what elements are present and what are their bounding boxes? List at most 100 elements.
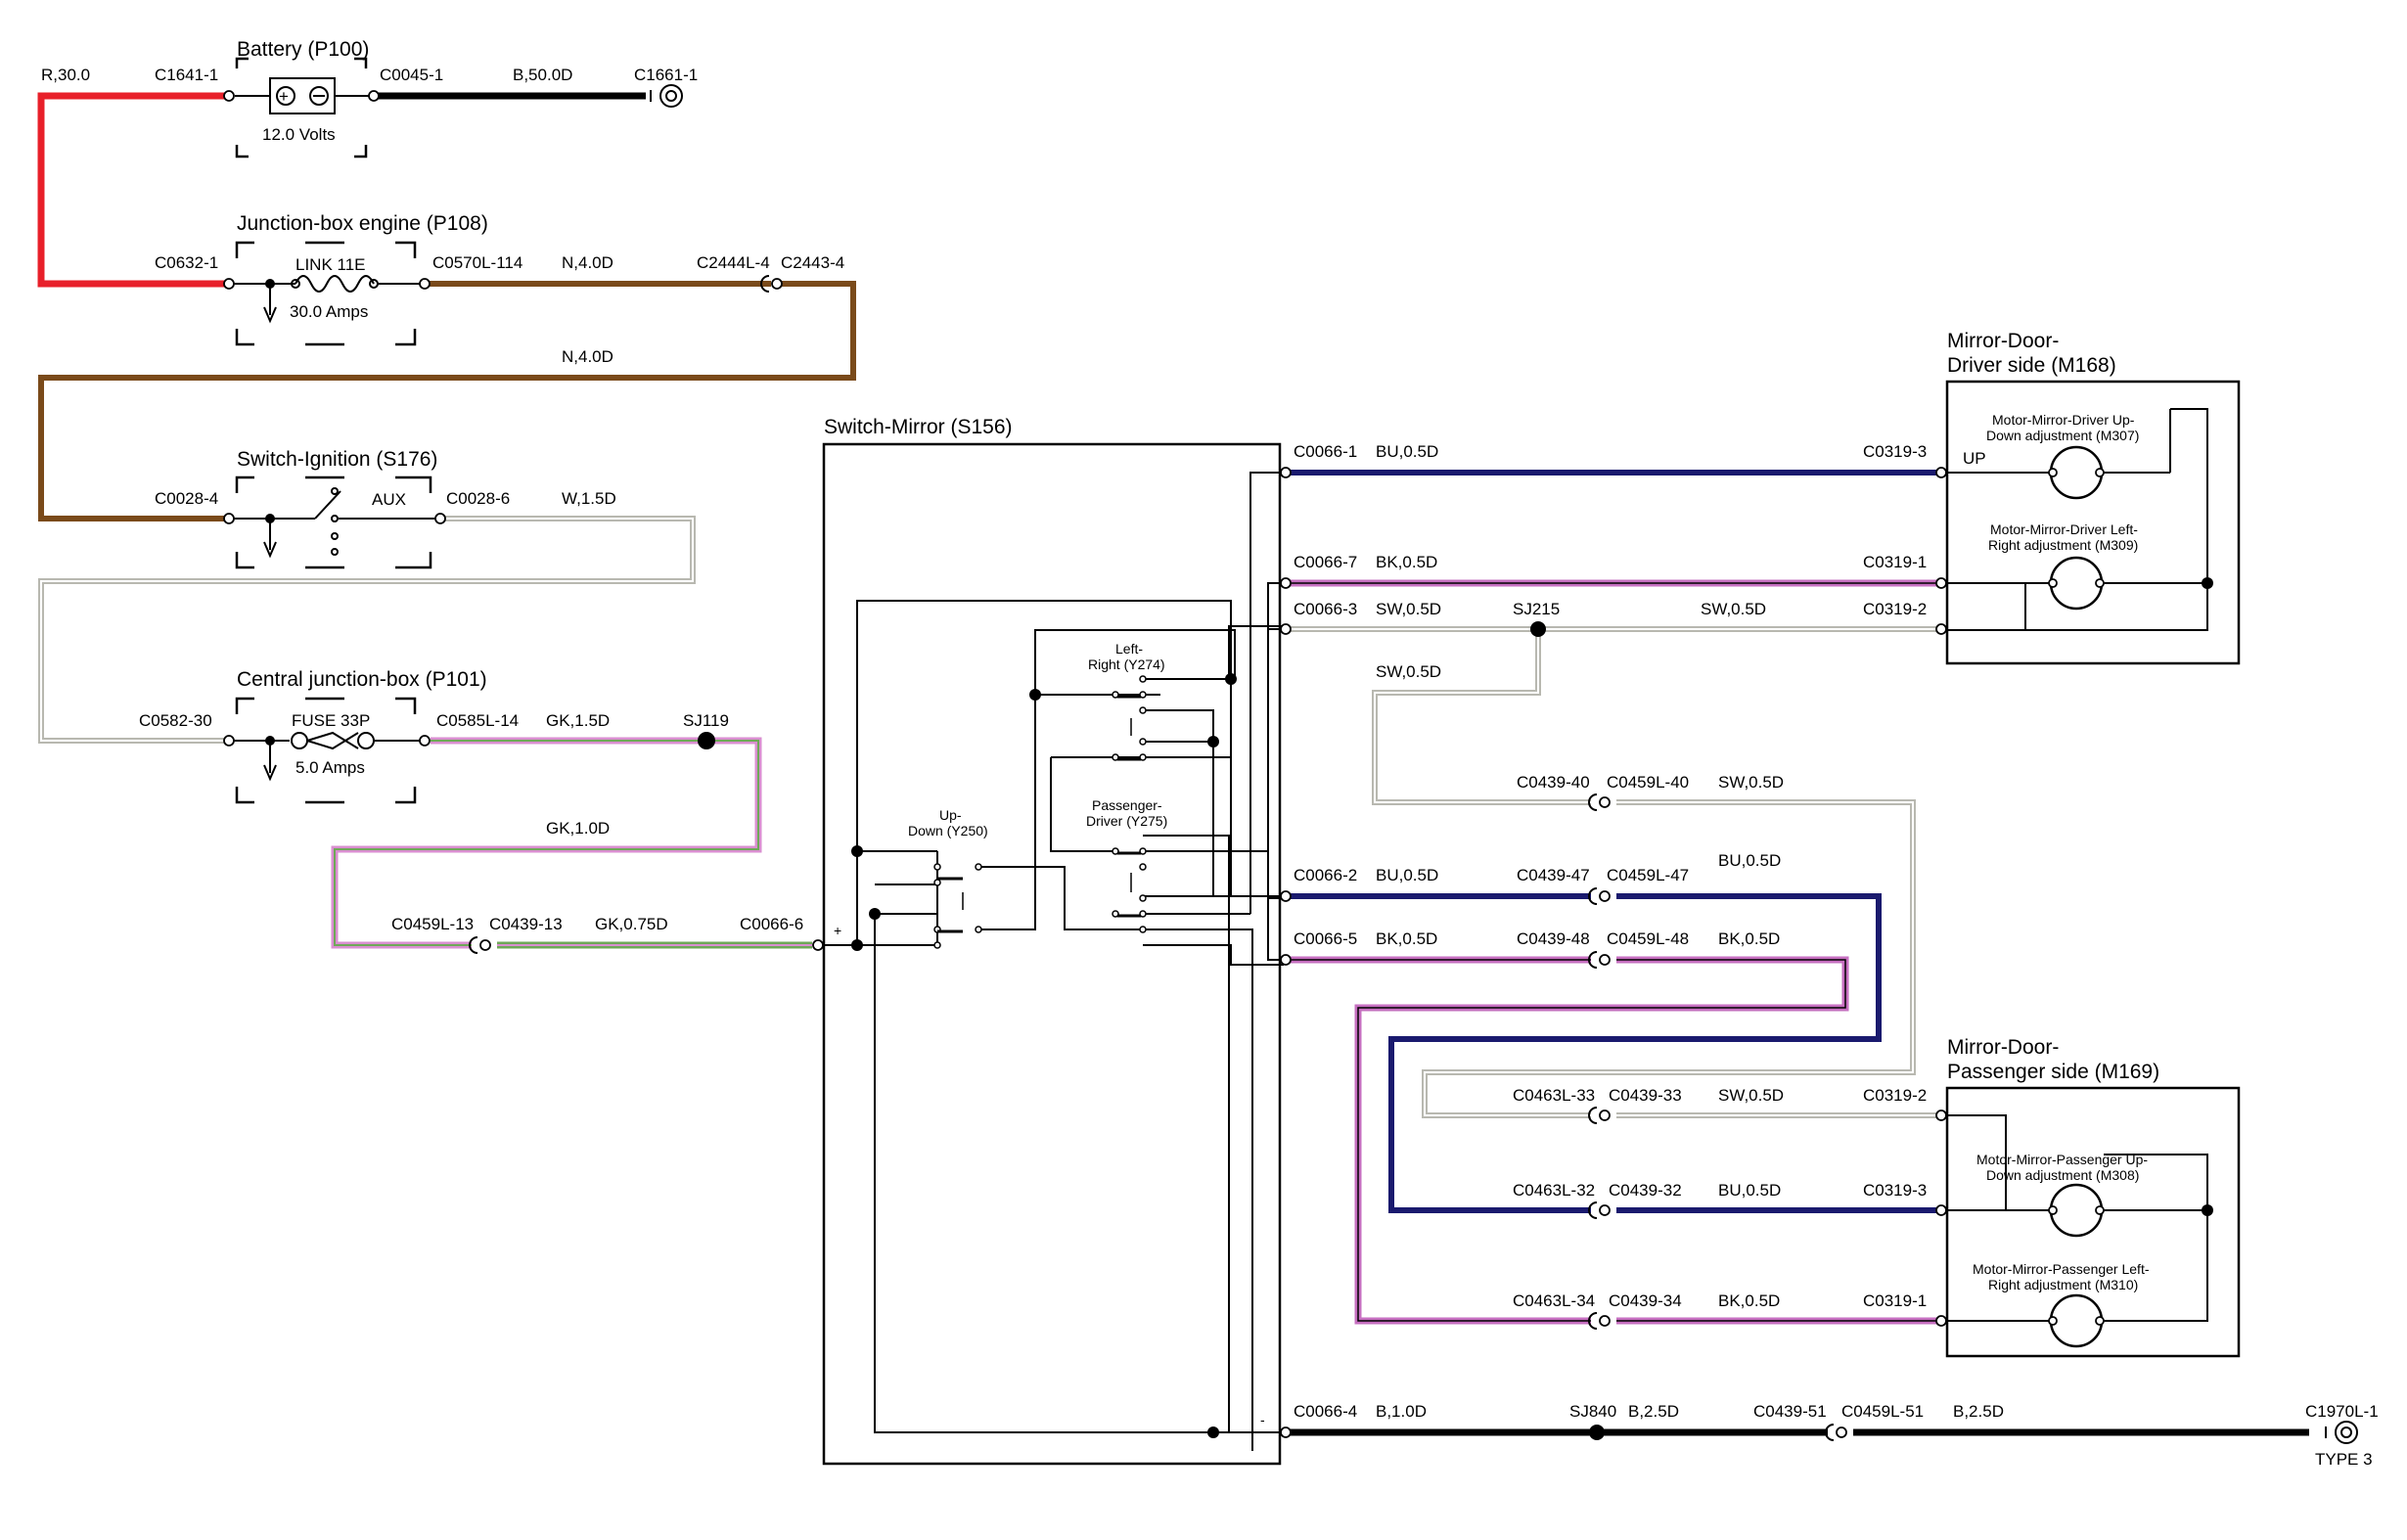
label-c0319-1b: C0319-1 [1863,1291,1927,1310]
label-c0045: C0045-1 [380,66,443,84]
label-sw05c: SW,0.5D [1376,662,1441,681]
motor-driver-updown-icon [2049,445,2104,500]
switch-mirror: Switch-Mirror (S156) + - [812,416,1292,1466]
label-c0066-6: C0066-6 [740,915,803,933]
label-c0319-3b: C0319-3 [1863,1181,1927,1200]
central-junction-box: Central junction-box (P101) FUSE 33P 5.0… [223,668,487,804]
motor-passenger-leftright-label-1: Motor-Mirror-Passenger Left- [1973,1261,2150,1277]
label-c0439-51: C0439-51 [1753,1402,1827,1421]
switch-pd-label-1: Passenger- [1092,797,1162,813]
splice-sj840 [1589,1425,1605,1440]
label-sw05a: SW,0.5D [1376,600,1441,618]
junction-engine-rating: 30.0 Amps [290,302,368,321]
battery: Battery (P100) + 12.0 Volts [223,38,380,159]
label-c0439-40: C0439-40 [1517,773,1590,792]
label-c0319-3a: C0319-3 [1863,442,1927,461]
label-c0463l34: C0463L-34 [1513,1291,1595,1310]
label-bk05c: BK,0.5D [1718,929,1780,948]
splice-sj215 [1530,621,1546,637]
motor-driver-leftright-label-1: Motor-Mirror-Driver Left- [1990,521,2138,537]
label-c0463l33: C0463L-33 [1513,1086,1595,1105]
ignition-title: Switch-Ignition (S176) [237,448,437,471]
junction-box-engine: Junction-box engine (P108) LINK 11E 30.0… [223,212,488,346]
label-c0463l32: C0463L-32 [1513,1181,1595,1200]
label-sj840: SJ840 [1569,1402,1616,1421]
label-c0066-1: C0066-1 [1294,442,1357,461]
junction-engine-fuse: LINK 11E [295,255,366,274]
label-c2444: C2444L-4 [697,253,770,272]
label-b10: B,1.0D [1376,1402,1427,1421]
label-sw05b: SW,0.5D [1701,600,1766,618]
switch-mirror-title: Switch-Mirror (S156) [824,416,1013,438]
label-c0570: C0570L-114 [432,253,522,272]
inline-connector-c0439-13 [469,936,491,954]
mirror-door-passenger: Mirror-Door- Passenger side (M169) Motor… [1935,1036,2241,1358]
switch-ud-label-1: Up- [939,807,962,823]
motor-driver-updown-label-2: Down adjustment (M307) [1986,428,2139,443]
label-c1970: C1970L-1 [2305,1402,2379,1421]
label-bu05b: BU,0.5D [1718,851,1781,870]
central-junction-fuse: FUSE 33P [292,711,370,730]
label-sj119: SJ119 [683,711,729,730]
label-c0632: C0632-1 [155,253,218,272]
wire-red-30 [37,92,227,288]
label-c0319-1a: C0319-1 [1863,553,1927,571]
mirror-door-driver: Mirror-Door- Driver side (M168) Motor-Mi… [1935,330,2241,665]
motor-passenger-updown-icon [2049,1183,2104,1238]
inline-connectors-right [1588,793,1847,1441]
ground-connector-c1661 [650,84,683,108]
label-gk15: GK,1.5D [546,711,610,730]
label-gk075: GK,0.75D [595,915,668,933]
splice-sj119 [698,732,715,749]
motor-driver-updown-label-1: Motor-Mirror-Driver Up- [1992,412,2135,428]
label-bu05a: BU,0.5D [1376,442,1438,461]
label-c1661: C1661-1 [634,66,698,84]
svg-text:+: + [279,87,289,106]
label-n4b: N,4.0D [562,347,613,366]
label-c0066-3: C0066-3 [1294,600,1357,618]
label-c0459l51: C0459L-51 [1841,1402,1924,1421]
label-n4a: N,4.0D [562,253,613,272]
switch-mirror-plus: + [834,923,841,938]
motor-driver-leftright-label-2: Right adjustment (M309) [1988,537,2138,553]
battery-voltage: 12.0 Volts [262,125,336,144]
label-c2443: C2443-4 [781,253,844,272]
ground-connector-c1970 [2325,1421,2358,1444]
label-c0066-5: C0066-5 [1294,929,1357,948]
switch-lr-label-1: Left- [1115,641,1143,657]
label-type3: TYPE 3 [2315,1450,2373,1469]
motor-passenger-updown-label-2: Down adjustment (M308) [1986,1167,2139,1183]
label-c0459l48: C0459L-48 [1607,929,1689,948]
label-b25a: B,2.5D [1628,1402,1679,1421]
label-c0439-13: C0439-13 [489,915,563,933]
mirror-driver-up-label: UP [1963,449,1986,468]
wire-bu-47-32 [1388,893,1882,1213]
label-gk10: GK,1.0D [546,819,610,838]
label-bk05a: BK,0.5D [1376,553,1437,571]
label-c0319-2b: C0319-2 [1863,1086,1927,1105]
mirror-passenger-title-2: Passenger side (M169) [1947,1061,2159,1083]
label-c0066-4: C0066-4 [1294,1402,1357,1421]
motor-driver-leftright-icon [2049,556,2104,611]
mirror-passenger-title-1: Mirror-Door- [1947,1036,2059,1059]
label-bu05c: BU,0.5D [1376,866,1438,884]
label-c0439-33: C0439-33 [1609,1086,1682,1105]
battery-title: Battery (P100) [237,38,369,61]
wires [37,92,2309,1436]
label-c1641: C1641-1 [155,66,218,84]
label-b50: B,50.0D [513,66,572,84]
label-sw05e: SW,0.5D [1718,1086,1784,1105]
label-bu05d: BU,0.5D [1718,1181,1781,1200]
switch-ignition: Switch-Ignition (S176) AUX [223,448,446,569]
label-bk05b: BK,0.5D [1376,929,1437,948]
label-c0439-34: C0439-34 [1609,1291,1682,1310]
label-c0066-7: C0066-7 [1294,553,1357,571]
mirror-driver-title-1: Mirror-Door- [1947,330,2059,352]
label-w15: W,1.5D [562,489,616,508]
label-sw05d: SW,0.5D [1718,773,1784,792]
wire-bk-48-34 [1354,956,1849,1325]
wire-brown-4b [38,281,856,521]
junction-engine-title: Junction-box engine (P108) [237,212,488,235]
label-bk05d: BK,0.5D [1718,1291,1780,1310]
